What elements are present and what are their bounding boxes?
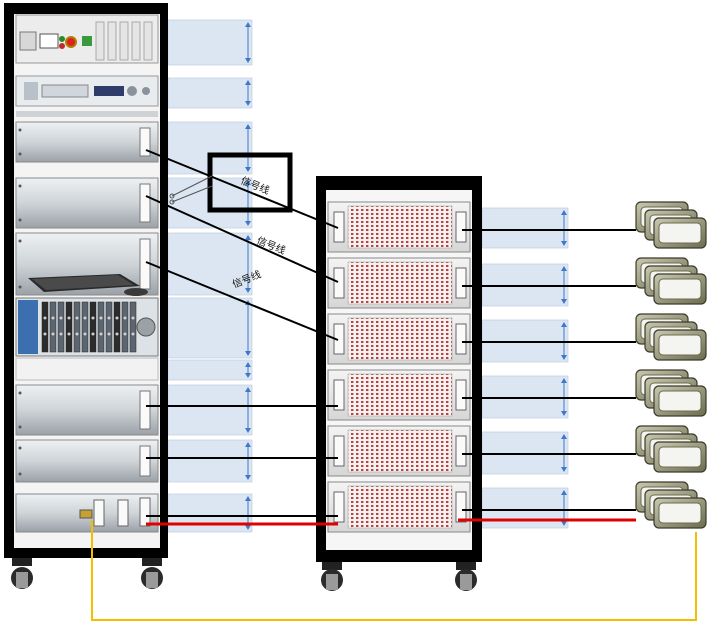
- output-lines: [462, 229, 636, 511]
- wire-breakout: [169, 175, 213, 205]
- dimension-band: [167, 359, 253, 381]
- dimension-band: [167, 297, 253, 359]
- load-module-icon: [635, 201, 707, 249]
- dimension-band: [167, 384, 253, 436]
- dimension-band: [481, 207, 569, 249]
- load-unit: [327, 201, 471, 253]
- ground-line: [91, 520, 697, 621]
- load-module-icon: [635, 313, 707, 361]
- signal-line: [145, 149, 339, 229]
- signal-line: [145, 195, 339, 283]
- load-modules: [635, 201, 707, 529]
- rack-shelf: [15, 121, 159, 163]
- signal-callout-box: [207, 152, 293, 213]
- rack-blank-panel: [15, 357, 159, 381]
- power-supply-icon: [15, 75, 159, 107]
- caster-wheel-icon: [321, 562, 343, 591]
- rack-shelf: [15, 439, 159, 483]
- load-unit: [327, 369, 471, 421]
- caster-wheel-icon: [141, 558, 163, 589]
- caster-wheel-icon: [455, 562, 477, 591]
- dimension-band: [167, 77, 253, 109]
- load-module-icon: [635, 369, 707, 417]
- pxi-chassis-icon: [15, 297, 159, 357]
- signal-lines: [145, 149, 339, 517]
- signal-line-label: 信号线: [255, 234, 288, 257]
- load-module-icon: [635, 425, 707, 473]
- dimension-bands-right: [481, 207, 569, 529]
- dimension-bands-left: [167, 19, 253, 533]
- load-module-icon: [635, 257, 707, 305]
- terminal-unit: [15, 493, 159, 533]
- caster-wheel-icon: [11, 558, 33, 589]
- dimension-band: [481, 487, 569, 529]
- rack-shelf: [15, 177, 159, 229]
- rack-shelf: [15, 384, 159, 436]
- dimension-band: [167, 232, 253, 296]
- keyboard-icon: [28, 274, 148, 296]
- control-panel-icon: [15, 14, 159, 64]
- signal-line: [145, 261, 339, 341]
- load-unit: [327, 257, 471, 309]
- dimension-band: [167, 493, 253, 533]
- right-rack: [316, 176, 482, 591]
- load-module-icon: [635, 481, 707, 529]
- dimension-band: [167, 439, 253, 483]
- load-unit: [327, 313, 471, 365]
- dimension-band: [167, 19, 253, 66]
- rack-divider: [16, 111, 158, 117]
- left-rack: [4, 3, 168, 589]
- load-unit: [327, 481, 471, 533]
- load-unit: [327, 425, 471, 477]
